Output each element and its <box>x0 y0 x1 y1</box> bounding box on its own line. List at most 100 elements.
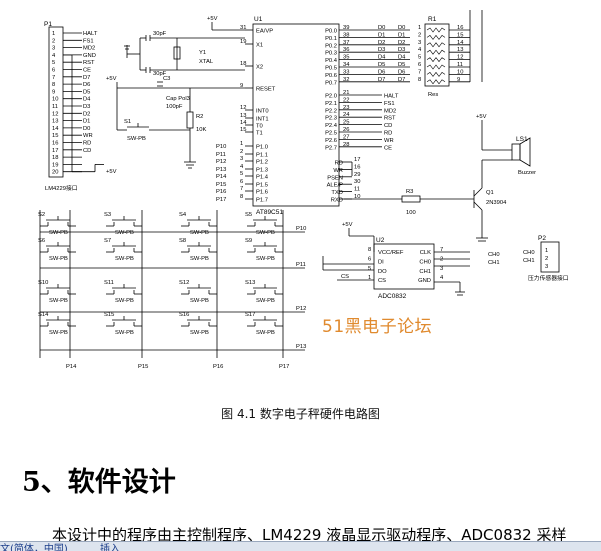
mcu-left-num: 5 <box>240 171 243 177</box>
lcd-pin-label: CD <box>83 148 91 154</box>
lcd-pin-number: 18 <box>52 155 58 161</box>
mcu-p0-pin: P0.1 <box>325 36 337 42</box>
status-bar: 文(简体，中国) 插入 <box>0 541 601 551</box>
mcu-p0-net-right: D4 <box>398 55 406 61</box>
status-insert-mode[interactable]: 插入 <box>100 544 120 551</box>
adc-right-num: 2 <box>440 256 443 262</box>
mcu-p0-net-right: D5 <box>398 62 405 68</box>
adc-net-cs: CS <box>341 274 349 280</box>
buzzer-ref: LS1 <box>516 136 528 143</box>
mcu-left-num: 9 <box>240 83 243 89</box>
p1-net-label: P16 <box>216 189 226 195</box>
buzzer-vcc: +5V <box>476 114 487 120</box>
keypad-switch-ref: S14 <box>38 312 49 318</box>
keypad-switch-name: SW-PB <box>256 298 275 304</box>
crystal-ref: Y1 <box>199 50 206 56</box>
p1-net-label: P11 <box>216 152 226 158</box>
keypad-switch-name: SW-PB <box>49 298 68 304</box>
mcu-p0-pin: P0.3 <box>325 51 337 57</box>
mcu-p2-pin: P2.1 <box>325 101 337 107</box>
lcd-connector-body <box>48 26 64 178</box>
mcu-p2-num: 22 <box>343 97 349 103</box>
keypad-switch-name: SW-PB <box>49 230 68 236</box>
keypad-switch-ref: S16 <box>179 312 189 318</box>
mcu-p2-num: 23 <box>343 105 349 111</box>
mcu-left-pin: INT1 <box>256 117 269 123</box>
mcu-p2-net: RST <box>384 116 396 122</box>
mcu-chip <box>252 23 340 207</box>
q1-part: 2N3904 <box>486 200 507 206</box>
keypad-row-label: P11 <box>296 262 306 268</box>
keypad-switch-ref: S15 <box>104 312 114 318</box>
mcu-left-pin: EA/VP <box>256 29 273 35</box>
resnet-ref: R1 <box>428 16 437 23</box>
lcd-ref: P1 <box>44 21 52 28</box>
lcd-pin-number: 17 <box>52 148 58 154</box>
keypad-row-label: P10 <box>296 226 306 232</box>
keypad-switch-name: SW-PB <box>256 230 275 236</box>
mcu-p2-pin: P2.6 <box>325 138 337 144</box>
mcu-left-num: 13 <box>240 113 246 119</box>
resnet-right-num: 16 <box>457 25 463 31</box>
resnet-right-num: 14 <box>457 40 464 46</box>
p1-net-label: P15 <box>216 182 226 188</box>
mcu-p0-net: D0 <box>378 25 385 31</box>
lcd-pin-label: D3 <box>83 104 90 110</box>
sensor-pin-ch1: CH1 <box>523 258 535 264</box>
c3-name: Cap Pol3 <box>166 96 190 102</box>
sensor-num-2: 2 <box>545 256 548 262</box>
mcu-p2-num: 21 <box>343 90 349 96</box>
keypad-switch-ref: S4 <box>179 212 187 218</box>
resnet-resistor <box>426 64 446 70</box>
mcu-p0-pin: P0.6 <box>325 73 337 79</box>
adc-vcc: +5V <box>342 222 353 228</box>
mcu-p0-net: D1 <box>378 32 385 38</box>
mcu-p3-num: 10 <box>354 194 360 200</box>
r2-value: 10K <box>196 127 206 133</box>
lcd-pin-number: 5 <box>52 60 55 66</box>
keypad-switch-name: SW-PB <box>190 256 209 262</box>
mcu-p3-num: 16 <box>354 164 360 170</box>
mcu-p2-net: FS1 <box>384 101 395 107</box>
r3-value: 100 <box>406 210 416 216</box>
mcu-p2-pin: P2.2 <box>325 108 337 114</box>
adc-left-num: 1 <box>368 275 371 281</box>
mcu-p2-num: 24 <box>343 112 350 118</box>
section-heading: 5、软件设计 <box>22 467 176 498</box>
resnet-resistor <box>426 79 446 85</box>
sensor-connector <box>540 241 560 273</box>
resnet-left-num: 2 <box>418 32 421 38</box>
mcu-left-num: 3 <box>240 156 243 162</box>
mcu-part: AT89C51 <box>256 209 283 216</box>
mcu-p0-pin: P0.0 <box>325 29 337 35</box>
resnet-resistor <box>426 34 446 40</box>
mcu-p0-net: D2 <box>378 40 385 46</box>
mcu-left-num: 1 <box>240 141 243 147</box>
resnet-right-num: 15 <box>457 32 463 38</box>
mcu-p2-net: HALT <box>384 94 399 100</box>
buzzer-name: Buzzer <box>518 170 536 176</box>
resnet-name: Res <box>428 92 438 98</box>
resnet-right-num: 13 <box>457 47 463 53</box>
p1-net-label: P10 <box>216 144 226 150</box>
oscillator-circuit <box>116 22 245 169</box>
keypad-col-label: P16 <box>213 364 223 370</box>
lcd-pin-number: 10 <box>52 97 58 103</box>
status-language[interactable]: 文(简体，中国) <box>0 544 68 551</box>
mcu-p3-pin: TXD <box>331 190 343 196</box>
p1-net-label: P13 <box>216 167 226 173</box>
mcu-left-num: 18 <box>240 61 246 67</box>
mcu-p2-net: WR <box>384 138 394 144</box>
mcu-p0-num: 36 <box>343 47 349 53</box>
keypad-switch-ref: S9 <box>245 238 252 244</box>
lcd-pin-label: GND <box>83 53 96 59</box>
keypad-switch-name: SW-PB <box>190 230 209 236</box>
lcd-pin-label: D5 <box>83 89 90 95</box>
keypad-switch-ref: S7 <box>104 238 111 244</box>
lcd-pin-label: D2 <box>83 111 90 117</box>
